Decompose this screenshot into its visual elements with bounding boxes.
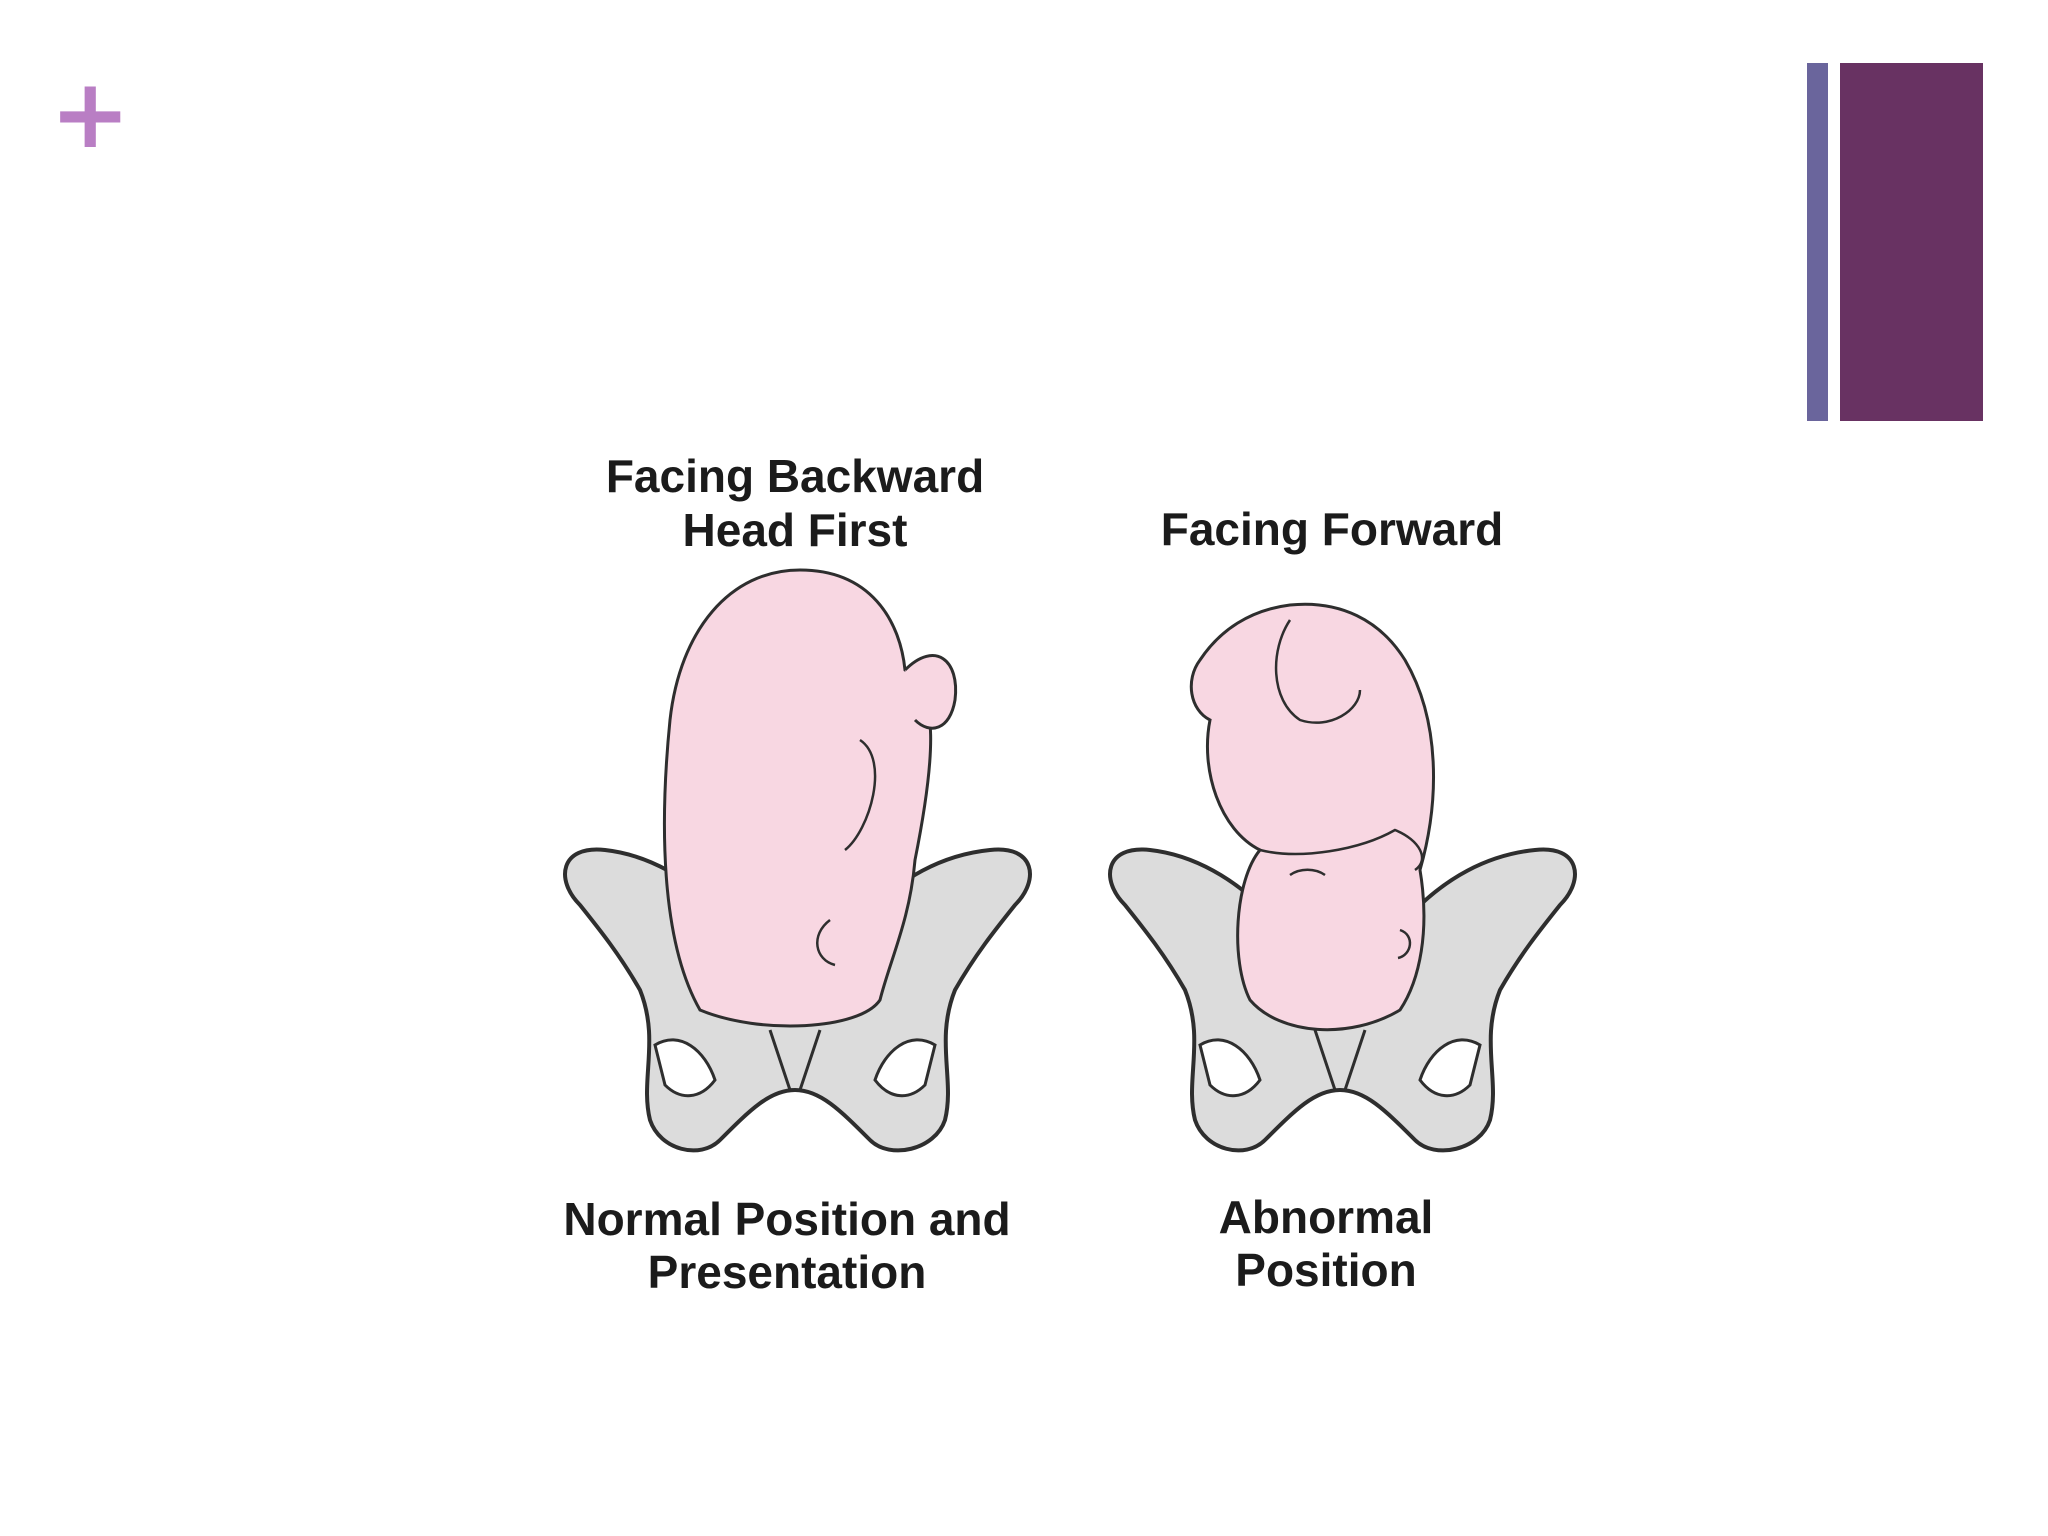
right-baby-illustration <box>1189 602 1435 1032</box>
left-panel: Facing Backward Head First <box>563 450 1032 1153</box>
right-panel: Facing Forward <box>1108 503 1577 1153</box>
left-top-label-line1: Facing Backward <box>606 450 984 502</box>
right-top-label: Facing Forward <box>1161 503 1503 555</box>
left-top-label-line2: Head First <box>683 504 908 556</box>
accent-bar-thin <box>1807 63 1828 421</box>
right-bottom-label-line1: Abnormal <box>1219 1191 1434 1243</box>
left-baby-illustration <box>662 568 958 1028</box>
plus-icon: + <box>50 58 131 170</box>
left-bottom-label-line1: Normal Position and <box>563 1193 1010 1245</box>
right-bottom-label-line2: Position <box>1235 1244 1416 1296</box>
accent-bar-thick <box>1840 63 1983 421</box>
left-bottom-label-line2: Presentation <box>648 1246 927 1298</box>
